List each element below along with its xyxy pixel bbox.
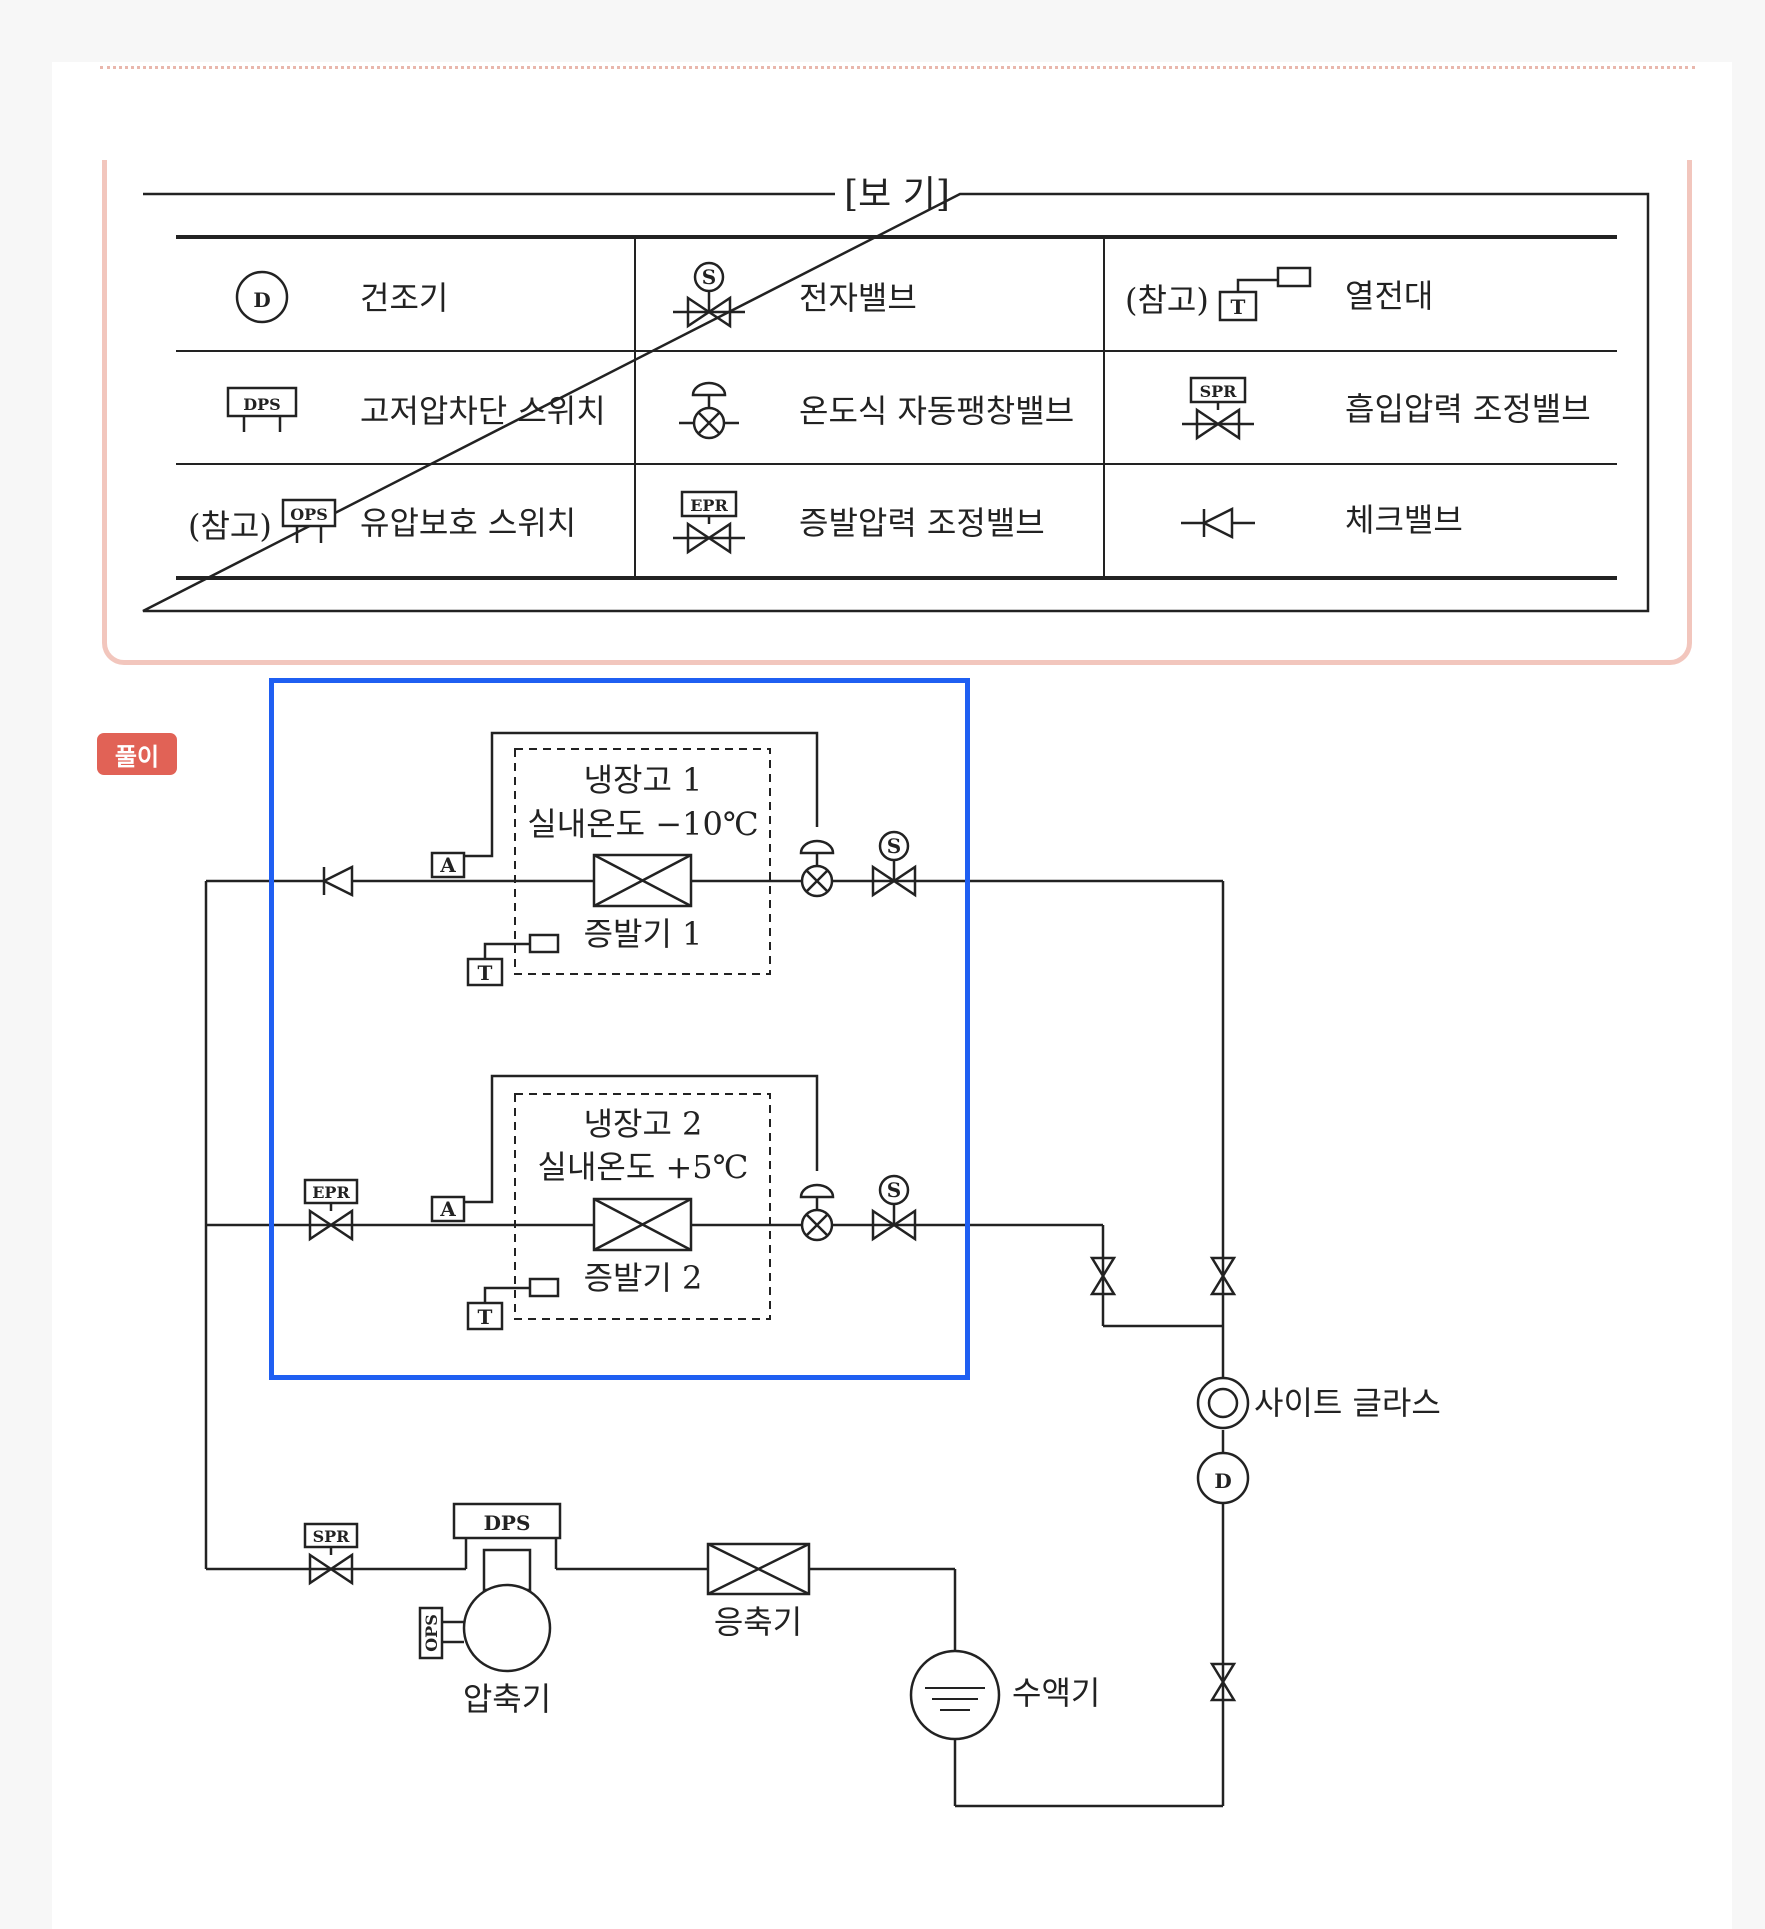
spr-legend-icon: SPR bbox=[1182, 376, 1254, 440]
thermocouple-1: T bbox=[466, 933, 560, 987]
svg-text:D: D bbox=[1214, 1469, 1231, 1493]
spr-valve: SPR bbox=[303, 1522, 359, 1585]
legend-prefix-ops: (참고) bbox=[188, 507, 272, 545]
page-sheet bbox=[52, 62, 1732, 1929]
legend-label-expansion: 온도식 자동팽창밸브 bbox=[799, 392, 1074, 430]
svg-text:EPR: EPR bbox=[312, 1183, 350, 1202]
condenser-label: 응축기 bbox=[714, 1603, 802, 1641]
solenoid-valve-1: S bbox=[871, 830, 917, 897]
legend-label-thermo: 열전대 bbox=[1345, 277, 1433, 315]
legend: [보 기] D 건조기 S 전자밸브 (참고) T 열전대 bbox=[142, 174, 1650, 613]
legend-prefix-thermo: (참고) bbox=[1125, 281, 1209, 319]
dps-legend-icon: DPS bbox=[226, 386, 298, 432]
fridge1-box bbox=[514, 748, 771, 975]
sensor-a-1: A bbox=[430, 851, 474, 879]
ops-legend-icon: OPS bbox=[281, 498, 337, 543]
legend-label-drier: 건조기 bbox=[360, 279, 448, 317]
thermocouple-2: T bbox=[466, 1277, 560, 1331]
svg-text:A: A bbox=[439, 1197, 456, 1221]
highlight-box bbox=[269, 678, 970, 1380]
evaporator2-label: 증발기 2 bbox=[584, 1259, 703, 1297]
legend-label-epr: 증발압력 조정밸브 bbox=[799, 504, 1045, 542]
svg-text:OPS: OPS bbox=[422, 1614, 441, 1652]
condenser bbox=[706, 1542, 811, 1596]
check-valve bbox=[321, 864, 354, 898]
svg-text:T: T bbox=[478, 961, 493, 985]
compressor: DPS OPS bbox=[418, 1502, 562, 1673]
legend-label-ops: 유압보호 스위치 bbox=[360, 504, 576, 542]
receiver bbox=[909, 1649, 1001, 1741]
epr-valve: EPR bbox=[303, 1178, 359, 1241]
expansion-valve-legend-icon bbox=[679, 381, 739, 440]
evaporator-2 bbox=[592, 1197, 693, 1252]
receiver-label: 수액기 bbox=[1012, 1674, 1100, 1712]
svg-text:S: S bbox=[887, 834, 901, 858]
svg-text:EPR: EPR bbox=[690, 496, 728, 515]
epr-legend-icon: EPR bbox=[673, 490, 745, 554]
legend-label-dps: 고저압차단 스위치 bbox=[360, 392, 606, 430]
dotted-rule bbox=[100, 66, 1695, 69]
solenoid-valve-2: S bbox=[871, 1174, 917, 1241]
thermocouple-legend-icon: T bbox=[1218, 266, 1312, 322]
svg-text:SPR: SPR bbox=[313, 1527, 351, 1546]
compressor-label: 압축기 bbox=[463, 1680, 551, 1718]
legend-label-spr: 흡입압력 조정밸브 bbox=[1345, 390, 1591, 428]
svg-text:A: A bbox=[439, 853, 456, 877]
svg-text:SPR: SPR bbox=[1200, 382, 1238, 401]
svg-text:S: S bbox=[887, 1178, 901, 1202]
fridge1-title: 냉장고 1 bbox=[584, 761, 703, 799]
sight-glass-label: 사이트 글라스 bbox=[1254, 1384, 1441, 1422]
capillary-1 bbox=[474, 731, 819, 858]
fridge2-box bbox=[514, 1093, 771, 1320]
capillary-2 bbox=[474, 1074, 819, 1204]
sight-glass bbox=[1196, 1376, 1250, 1430]
legend-frame bbox=[102, 160, 1692, 665]
svg-text:DPS: DPS bbox=[484, 1511, 531, 1535]
svg-text:OPS: OPS bbox=[290, 505, 328, 524]
legend-title: [보 기] bbox=[844, 174, 950, 215]
fridge2-temp: 실내온도 +5℃ bbox=[538, 1148, 749, 1186]
fridge2-title: 냉장고 2 bbox=[584, 1105, 703, 1143]
svg-text:D: D bbox=[253, 288, 270, 312]
check-valve-legend-icon bbox=[1181, 506, 1255, 540]
svg-text:S: S bbox=[702, 265, 716, 289]
drier-legend-icon: D bbox=[235, 270, 289, 324]
svg-text:T: T bbox=[478, 1305, 493, 1329]
fridge1-temp: 실내온도 −10℃ bbox=[527, 805, 758, 843]
evaporator-1 bbox=[592, 853, 693, 908]
sensor-a-2: A bbox=[430, 1195, 474, 1223]
legend-label-check: 체크밸브 bbox=[1345, 501, 1463, 539]
solution-badge: 풀이 bbox=[97, 733, 177, 775]
svg-text:DPS: DPS bbox=[243, 395, 280, 414]
evaporator1-label: 증발기 1 bbox=[584, 915, 703, 953]
solenoid-valve-legend-icon: S bbox=[673, 261, 745, 328]
drier: D bbox=[1196, 1451, 1250, 1505]
legend-label-solenoid: 전자밸브 bbox=[799, 279, 917, 317]
svg-text:T: T bbox=[1231, 295, 1246, 319]
